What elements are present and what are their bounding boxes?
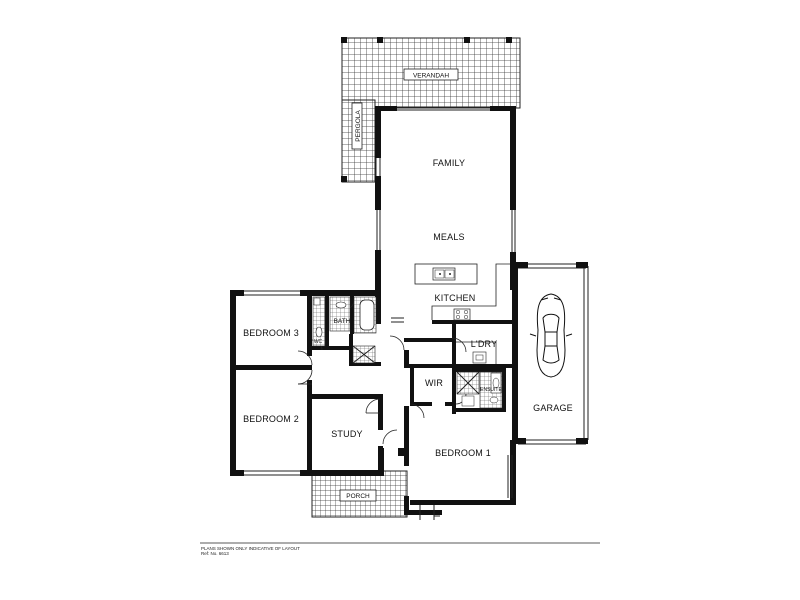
laundry-fixtures	[456, 341, 497, 364]
verandah-deck	[341, 37, 521, 183]
bedroom1-label: BEDROOM 1	[435, 448, 491, 458]
reference-text: Ref: No. 6613	[201, 551, 229, 556]
garage-label: GARAGE	[533, 403, 573, 413]
pergola-label: PERGOLA	[355, 110, 362, 142]
kitchen-label: KITCHEN	[435, 293, 476, 303]
meals-label: MEALS	[433, 232, 465, 242]
wir-label: WIR	[425, 378, 443, 388]
walls	[230, 106, 589, 520]
ensuite-label: ENSUITE	[480, 387, 502, 393]
car-icon	[529, 293, 573, 378]
laundry-label: L'DRY	[471, 339, 498, 349]
disclaimer-text: PLANS SHOWN ONLY INDICATIVE OF LAYOUT	[201, 546, 300, 551]
verandah-label: VERANDAH	[413, 73, 449, 80]
kitchen-fixtures	[391, 263, 510, 323]
wc-label: WC	[314, 339, 323, 345]
bedroom3-label: BEDROOM 3	[243, 328, 299, 338]
door-swings	[297, 299, 467, 445]
family-label: FAMILY	[433, 158, 466, 168]
study-label: STUDY	[331, 429, 363, 439]
bath-label: BATH	[334, 318, 351, 325]
ensuite-fixtures	[456, 371, 503, 409]
bedroom2-label: BEDROOM 2	[243, 414, 299, 424]
bathroom-fixtures	[312, 296, 377, 364]
porch-label: PORCH	[346, 493, 370, 500]
